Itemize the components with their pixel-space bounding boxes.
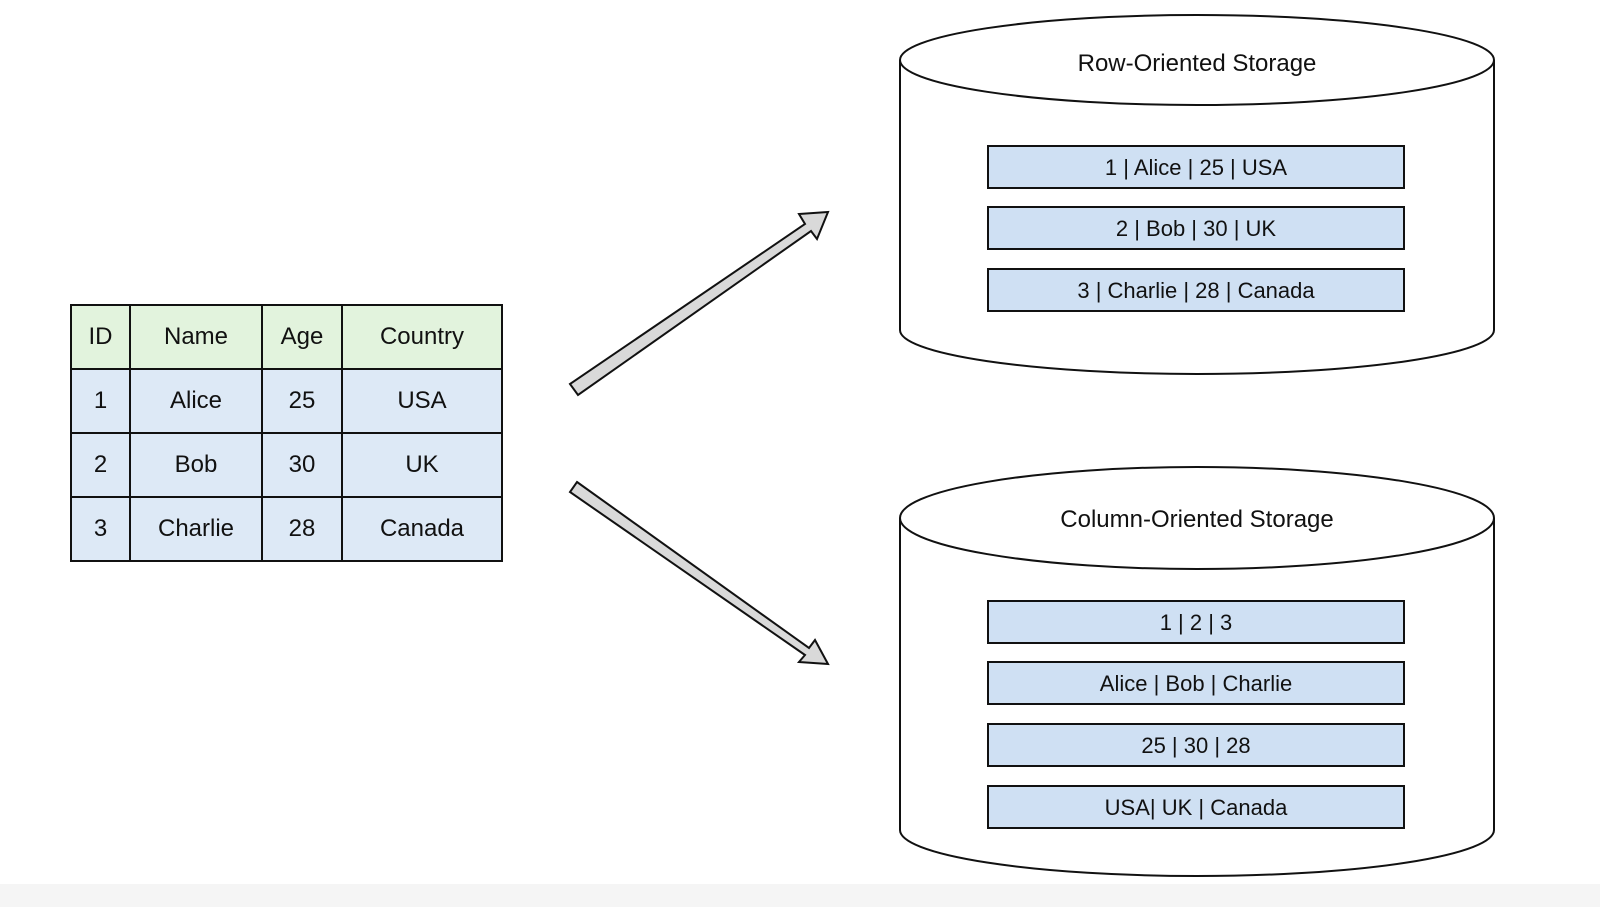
column-storage-cylinder: Column-Oriented Storage 1 | 2 | 3 Alice … [899,466,1495,877]
cell-age: 30 [261,432,343,498]
cell-country: USA [341,368,503,434]
cell-name: Alice [129,368,263,434]
column-bar: 1 | 2 | 3 [987,600,1405,644]
cell-age: 28 [261,496,343,562]
arrow-to-column-storage [568,480,830,666]
row-storage-cylinder: Row-Oriented Storage 1 | Alice | 25 | US… [899,14,1495,375]
table-row: 3 Charlie 28 Canada [70,496,503,562]
cell-name: Charlie [129,496,263,562]
row-storage-title: Row-Oriented Storage [1078,50,1317,77]
cell-country: Canada [341,496,503,562]
column-bar-text: 25 | 30 | 28 [1141,733,1250,758]
cell-id: 1 [70,368,131,434]
cell-id: 3 [70,496,131,562]
header-age: Age [261,304,343,370]
row-record-bar: 2 | Bob | 30 | UK [987,206,1405,250]
page-bottom-strip [0,884,1600,907]
source-data-table: ID Name Age Country 1 Alice 25 USA 2 Bob… [70,304,503,562]
cell-age: 25 [261,368,343,434]
header-country: Country [341,304,503,370]
column-bar-text: 1 | 2 | 3 [1160,610,1233,635]
header-name: Name [129,304,263,370]
cell-country: UK [341,432,503,498]
arrow-to-row-storage [568,210,830,397]
row-record-text: 1 | Alice | 25 | USA [1105,155,1288,180]
table-row: 2 Bob 30 UK [70,432,503,498]
column-bar-text: USA| UK | Canada [1105,795,1288,820]
table-header-row: ID Name Age Country [70,304,503,370]
cell-id: 2 [70,432,131,498]
column-bar: 25 | 30 | 28 [987,723,1405,767]
header-id: ID [70,304,131,370]
row-record-bar: 1 | Alice | 25 | USA [987,145,1405,189]
column-storage-title: Column-Oriented Storage [1060,506,1333,533]
row-record-text: 3 | Charlie | 28 | Canada [1077,278,1315,303]
row-record-bar: 3 | Charlie | 28 | Canada [987,268,1405,312]
column-bar: USA| UK | Canada [987,785,1405,829]
column-bar: Alice | Bob | Charlie [987,661,1405,705]
cell-name: Bob [129,432,263,498]
column-bar-text: Alice | Bob | Charlie [1100,671,1292,696]
row-record-text: 2 | Bob | 30 | UK [1116,216,1277,241]
table-row: 1 Alice 25 USA [70,368,503,434]
